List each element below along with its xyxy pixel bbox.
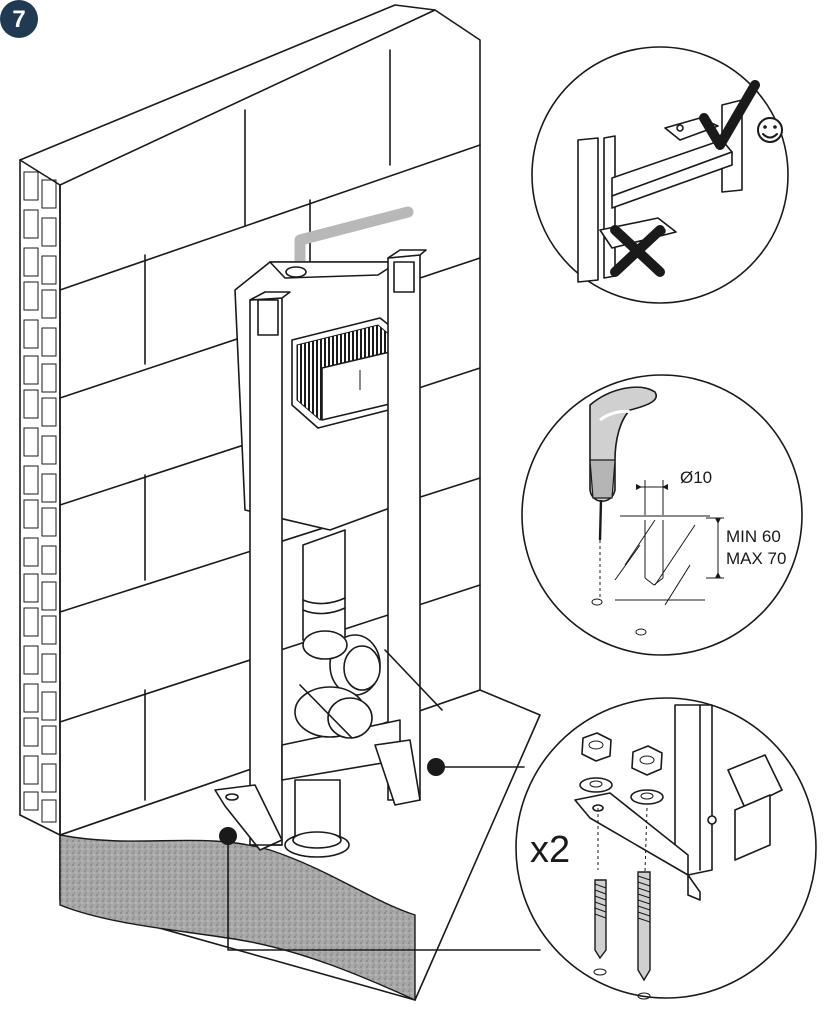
washer-icon xyxy=(579,777,664,805)
nut-icon xyxy=(581,732,663,776)
smiley-icon xyxy=(757,117,783,143)
brick-cells xyxy=(23,171,57,823)
foot-bracket-right xyxy=(374,739,421,806)
depth-max-label: MAX 70 xyxy=(726,549,786,568)
detail-levelling xyxy=(531,46,789,304)
cistern-frame xyxy=(214,249,427,851)
flush-opening xyxy=(291,317,415,429)
check-mark-icon xyxy=(699,80,760,150)
callout-leaders xyxy=(219,758,541,951)
floor-section-cut xyxy=(59,834,416,1002)
detail-drilling: Ø10 MIN 60 MAX 70 xyxy=(521,374,803,656)
anchor-bolt-icon xyxy=(594,871,651,982)
detail-anchors: x2 xyxy=(515,697,817,1000)
step-badge: 7 xyxy=(0,0,38,38)
depth-min-label: MIN 60 xyxy=(726,527,781,546)
drain-pipe xyxy=(284,529,443,858)
drill-icon xyxy=(589,386,657,541)
quantity-label: x2 xyxy=(530,829,570,871)
cross-mark-icon xyxy=(610,225,665,277)
diameter-label: Ø10 xyxy=(680,468,712,487)
step-number: 7 xyxy=(12,6,25,33)
